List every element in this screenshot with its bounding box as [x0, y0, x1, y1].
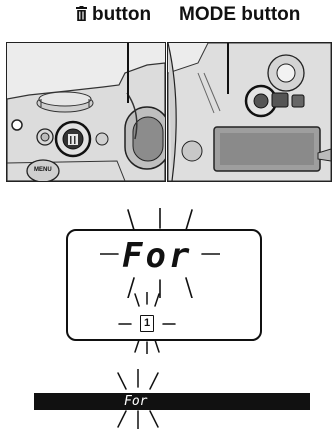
trash-icon: [76, 6, 87, 21]
mode-leader-line: [227, 42, 229, 94]
card-slot-indicator: 1: [140, 315, 154, 332]
camera-left-drawing: [7, 43, 165, 181]
viewfinder-mode-text: For: [124, 393, 147, 410]
lcd-mode-text: For: [122, 236, 192, 276]
trash-button-text: button: [92, 4, 151, 25]
camera-right-drawing: [168, 43, 331, 181]
trash-leader-line: [127, 42, 129, 103]
card-slot-number: 1: [144, 317, 150, 329]
camera-back-left-illustration: MENU: [6, 42, 166, 182]
camera-back-right-illustration: [167, 42, 332, 182]
trash-button-label: button: [76, 4, 151, 26]
menu-button-text: MENU: [34, 167, 52, 173]
mode-button-label: MODE button: [179, 4, 300, 26]
viewfinder-display-bar: [34, 393, 310, 410]
